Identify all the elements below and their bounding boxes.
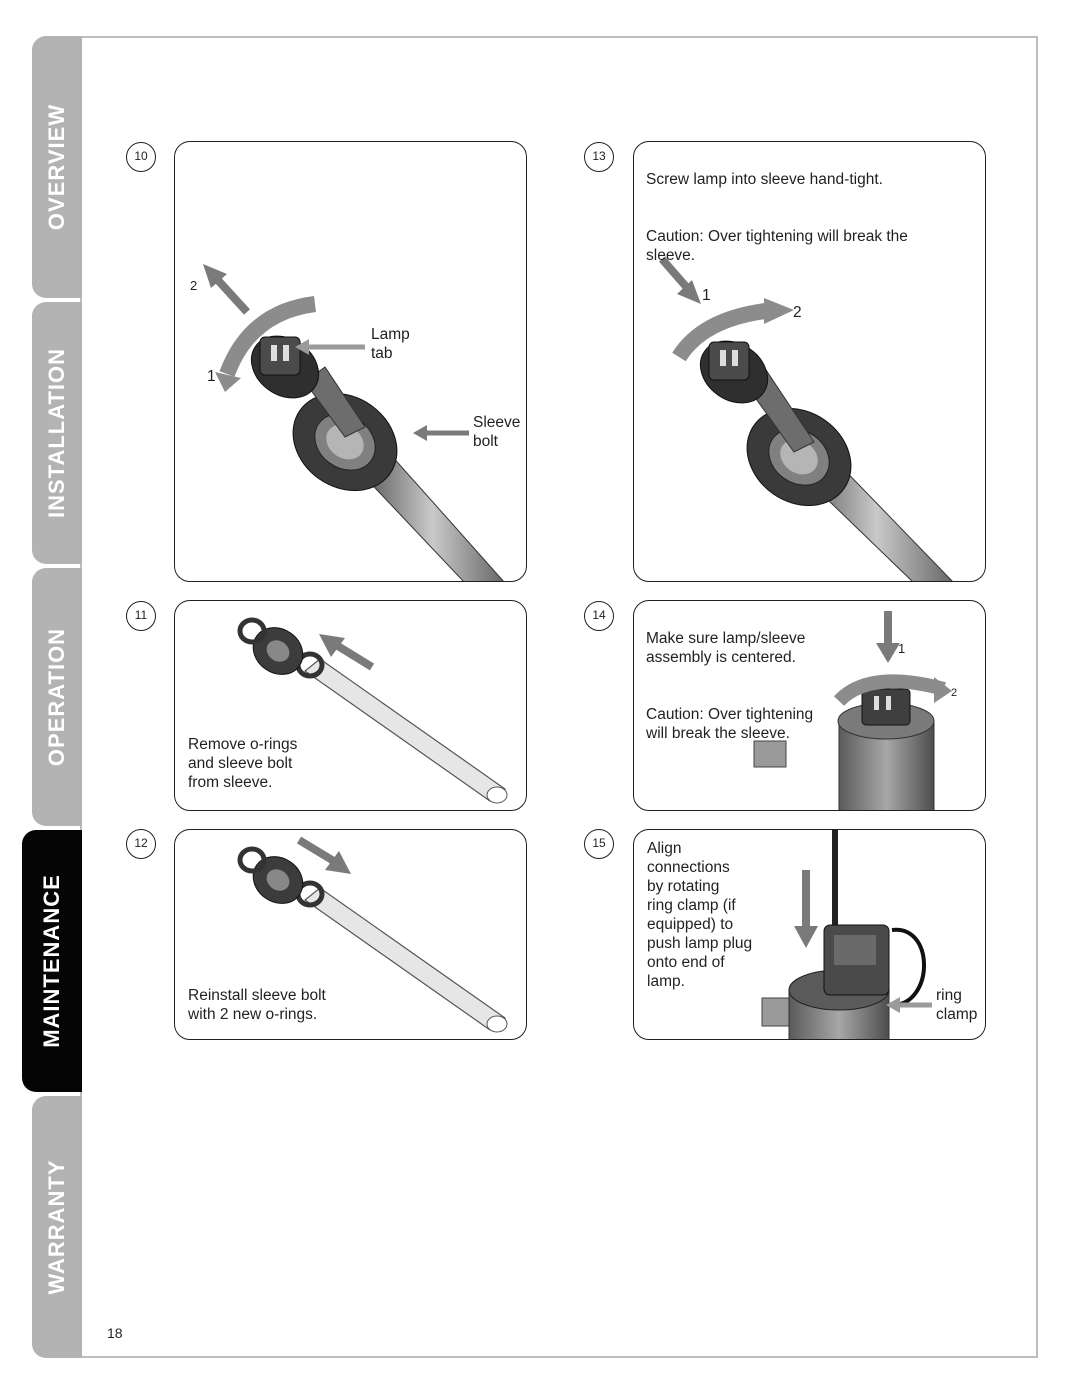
step-14-caution: Caution: Over tightening will break the … bbox=[646, 706, 814, 742]
step-number-11: 11 bbox=[126, 601, 156, 631]
sleeve-bolt-label-line1: Sleeve bbox=[473, 414, 521, 431]
sleeve-bolt-reinstall-illustration bbox=[237, 836, 508, 1033]
step-number-12: 12 bbox=[126, 829, 156, 859]
tab-installation-label: INSTALLATION bbox=[44, 347, 69, 519]
arrow-label-1: 1 bbox=[207, 368, 216, 385]
step-10-panel: 2 1 Lamp tab Sleeve bolt bbox=[174, 141, 527, 582]
step-13-caution: Caution: Over tightening will break the … bbox=[646, 228, 908, 264]
ring-clamp-label-line1: ring bbox=[936, 987, 962, 1004]
step-14-instructions: Make sure lamp/sleeve assembly is center… bbox=[646, 610, 846, 762]
arrow-label-2: 2 bbox=[951, 687, 958, 699]
step-15-panel: Align connections by rotating ring clamp… bbox=[633, 829, 986, 1040]
step-11-instructions: Remove o-rings and sleeve bolt from slee… bbox=[188, 736, 298, 791]
sleeve-bolt-label-line2: bolt bbox=[473, 433, 498, 450]
ring-clamp-label-line2: clamp bbox=[936, 1006, 978, 1023]
step-12-instructions: Reinstall sleeve bolt with 2 new o-rings… bbox=[188, 987, 326, 1023]
ring-clamp-illustration bbox=[761, 830, 932, 1039]
step-14-panel: Make sure lamp/sleeve assembly is center… bbox=[633, 600, 986, 811]
tab-overview[interactable]: OVERVIEW bbox=[32, 36, 82, 298]
step-11-panel: Remove o-rings and sleeve bolt from slee… bbox=[174, 600, 527, 811]
arrow-label-1: 1 bbox=[898, 641, 906, 656]
tab-operation[interactable]: OPERATION bbox=[32, 568, 82, 826]
step-15-instructions: Align connections by rotating ring clamp… bbox=[647, 840, 753, 990]
sleeve-bolt-removal-illustration bbox=[237, 617, 508, 804]
lamp-tab-label-line2: tab bbox=[371, 345, 393, 362]
arrow-label-2: 2 bbox=[190, 278, 198, 293]
tab-overview-label: OVERVIEW bbox=[44, 103, 69, 231]
lamp-centering-illustration bbox=[753, 611, 952, 810]
step-12-panel: Reinstall sleeve bolt with 2 new o-rings… bbox=[174, 829, 527, 1040]
arrow-label-2: 2 bbox=[793, 304, 802, 321]
tab-operation-label: OPERATION bbox=[44, 627, 69, 767]
tab-warranty-label: WARRANTY bbox=[44, 1159, 69, 1295]
step-number-15: 15 bbox=[584, 829, 614, 859]
lamp-removal-illustration bbox=[203, 264, 504, 581]
step-number-10: 10 bbox=[126, 142, 156, 172]
lamp-install-illustration bbox=[658, 256, 953, 581]
step-13-instructions: Screw lamp into sleeve hand-tight. Cauti… bbox=[646, 151, 976, 284]
step-13-text-1: Screw lamp into sleeve hand-tight. bbox=[646, 171, 883, 188]
step-13-panel: Screw lamp into sleeve hand-tight. Cauti… bbox=[633, 141, 986, 582]
tab-maintenance[interactable]: MAINTENANCE bbox=[22, 830, 82, 1092]
tab-warranty[interactable]: WARRANTY bbox=[32, 1096, 82, 1358]
tab-installation[interactable]: INSTALLATION bbox=[32, 302, 82, 564]
step-number-14: 14 bbox=[584, 601, 614, 631]
step-number-13: 13 bbox=[584, 142, 614, 172]
lamp-tab-label-line1: Lamp bbox=[371, 326, 410, 343]
step-14-text-1: Make sure lamp/sleeve assembly is center… bbox=[646, 630, 806, 666]
page-number: 18 bbox=[107, 1325, 123, 1341]
tab-maintenance-label: MAINTENANCE bbox=[39, 874, 64, 1048]
arrow-label-1: 1 bbox=[702, 287, 711, 304]
